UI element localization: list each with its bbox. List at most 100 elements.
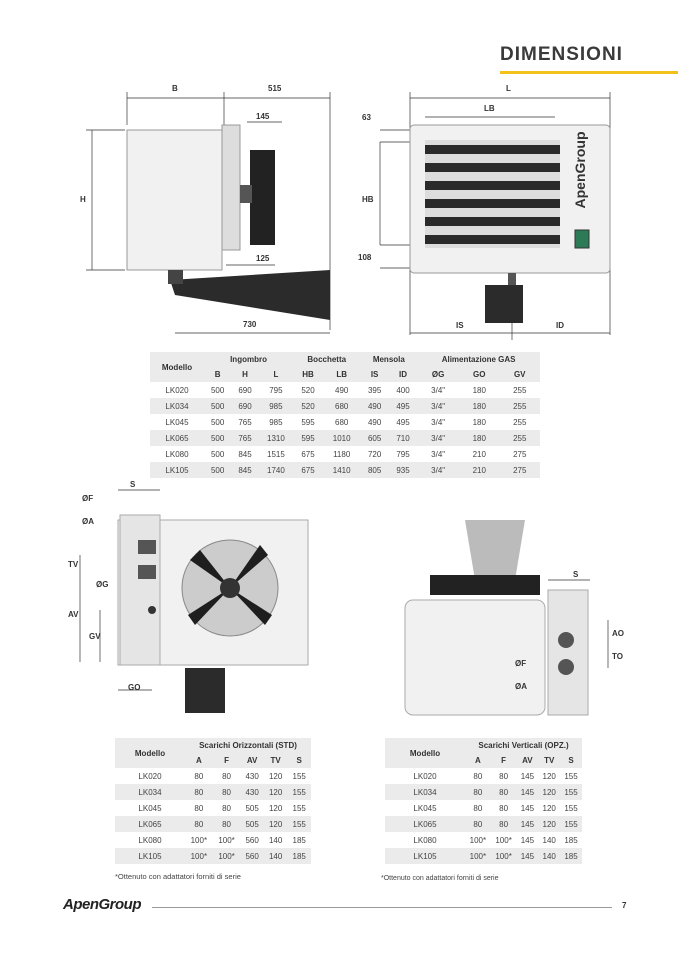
- value-cell: 145: [520, 803, 535, 813]
- value-cell: 120: [542, 771, 556, 781]
- value-cell: 985: [269, 401, 283, 411]
- value-cell: 185: [564, 851, 578, 861]
- value-cell: 1010: [332, 433, 351, 443]
- model-cell: LK034: [413, 787, 437, 797]
- value-cell: 430: [245, 787, 259, 797]
- value-cell: 1740: [267, 465, 285, 475]
- column-header: AV: [246, 756, 258, 765]
- value-cell: 155: [564, 771, 578, 781]
- dim-lb: LB: [484, 104, 495, 113]
- dim-oa: ØA: [82, 517, 94, 526]
- value-cell: 605: [367, 433, 382, 443]
- column-header: AV: [522, 756, 533, 765]
- value-cell: 500: [210, 401, 225, 411]
- header-group: Scarichi Orizzontali (STD): [199, 741, 297, 750]
- value-cell: 100*: [218, 835, 235, 845]
- value-cell: 80: [194, 803, 204, 813]
- value-cell: 140: [542, 835, 556, 845]
- column-header: GO: [473, 370, 486, 379]
- dim-oa-bottom: ØA: [515, 682, 527, 691]
- value-cell: 255: [513, 417, 527, 427]
- value-cell: 3/4": [431, 417, 446, 427]
- column-header: S: [568, 756, 574, 765]
- value-cell: 155: [564, 819, 578, 829]
- column-header: A: [474, 756, 481, 765]
- header-model: Modello: [134, 748, 166, 758]
- dimensions-table: Modello Ingombro Bocchetta Mensola Alime…: [150, 352, 540, 478]
- rear-view-drawing: [79, 489, 309, 713]
- value-cell: 155: [292, 771, 306, 781]
- value-cell: 180: [472, 401, 486, 411]
- value-cell: 140: [542, 851, 556, 861]
- value-cell: 490: [335, 385, 349, 395]
- column-header: ID: [399, 370, 408, 379]
- model-cell: LK065: [413, 819, 437, 829]
- dim-is: IS: [456, 321, 464, 330]
- value-cell: 1180: [333, 449, 351, 459]
- value-cell: 845: [238, 465, 252, 475]
- value-cell: 155: [564, 787, 578, 797]
- value-cell: 3/4": [431, 401, 446, 411]
- dim-125: 125: [256, 254, 270, 263]
- dim-go: GO: [128, 683, 141, 692]
- dim-145: 145: [256, 112, 270, 121]
- dim-ao: AO: [612, 629, 624, 638]
- model-cell: LK065: [138, 819, 162, 829]
- header-ingombro: Ingombro: [230, 355, 267, 364]
- value-cell: 255: [513, 401, 527, 411]
- title-underline: [500, 71, 678, 74]
- value-cell: 185: [564, 835, 578, 845]
- technical-drawings: ApenGroup: [79, 92, 611, 716]
- header-mensola: Mensola: [372, 355, 405, 364]
- value-cell: 500: [210, 417, 225, 427]
- model-cell: LK080: [413, 835, 437, 845]
- model-cell: LK105: [413, 851, 437, 861]
- value-cell: 795: [269, 385, 283, 395]
- value-cell: 595: [301, 417, 315, 427]
- model-cell: LK045: [165, 417, 189, 427]
- header-group: Scarichi Verticali (OPZ.): [478, 741, 569, 750]
- value-cell: 500: [210, 465, 225, 475]
- dim-730: 730: [243, 320, 257, 329]
- value-cell: 145: [520, 851, 535, 861]
- column-header: A: [195, 756, 202, 765]
- column-header: GV: [513, 370, 526, 379]
- value-cell: 1515: [267, 449, 285, 459]
- column-header: L: [273, 370, 279, 379]
- value-cell: 100*: [495, 835, 512, 845]
- footnote-horizontal: *Ottenuto con adattatori forniti di seri…: [115, 872, 241, 881]
- value-cell: 100*: [218, 851, 235, 861]
- value-cell: 80: [499, 787, 509, 797]
- value-cell: 675: [301, 465, 315, 475]
- value-cell: 680: [335, 417, 349, 427]
- value-cell: 520: [301, 401, 315, 411]
- column-header: LB: [336, 370, 348, 379]
- value-cell: 275: [513, 449, 527, 459]
- value-cell: 185: [292, 851, 306, 861]
- value-cell: 155: [292, 787, 306, 797]
- dim-of-bottom: ØF: [515, 659, 527, 668]
- value-cell: 560: [245, 851, 259, 861]
- dim-s-bottom: S: [573, 570, 579, 579]
- column-header: IS: [370, 370, 379, 379]
- dim-og: ØG: [96, 580, 109, 589]
- value-cell: 140: [268, 851, 283, 861]
- value-cell: 765: [238, 417, 252, 427]
- value-cell: 275: [513, 465, 527, 475]
- value-cell: 120: [542, 803, 556, 813]
- model-cell: LK020: [165, 385, 189, 395]
- value-cell: 765: [238, 433, 252, 443]
- brand-logo-on-unit: ApenGroup: [572, 132, 588, 209]
- value-cell: 500: [210, 449, 225, 459]
